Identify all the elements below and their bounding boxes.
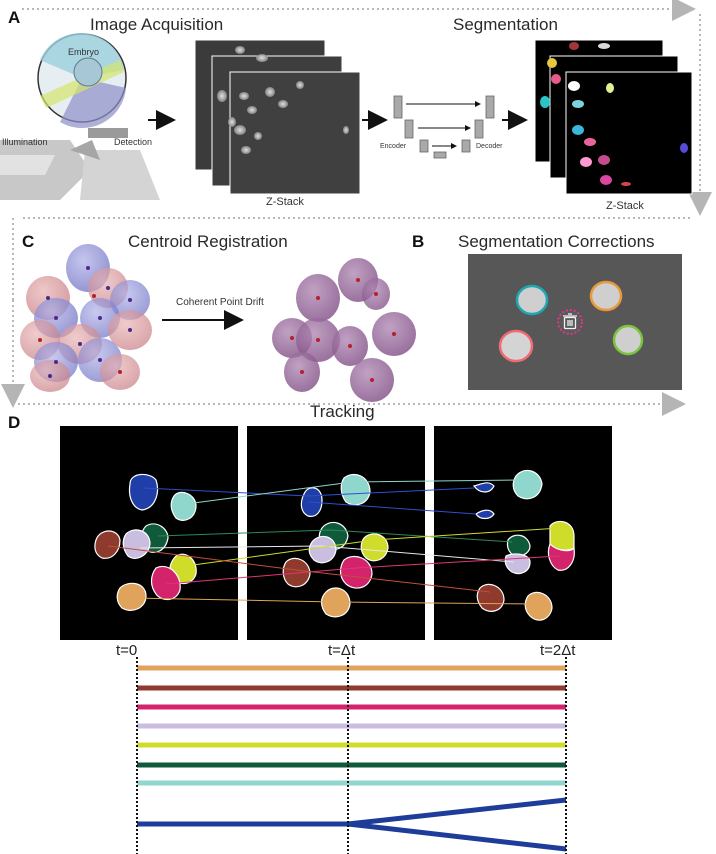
flow-border xyxy=(1,0,712,416)
panel-b-letter: B xyxy=(412,232,425,251)
panel-c-letter: C xyxy=(22,232,35,251)
detection-label: Detection xyxy=(114,137,153,147)
cell-cluster-before xyxy=(20,244,152,392)
time-label-2: t=2Δt xyxy=(540,642,576,659)
image-acquisition-title: Image Acquisition xyxy=(90,15,224,34)
panel-d-letter: D xyxy=(8,413,21,432)
centroid-registration-title: Centroid Registration xyxy=(128,232,288,251)
tracking-links xyxy=(107,479,561,605)
cell-cluster-after xyxy=(272,258,416,402)
zstack-segmented-label: Z-Stack xyxy=(606,200,644,212)
coherent-point-drift-label: Coherent Point Drift xyxy=(176,297,264,308)
frame-0-cells xyxy=(94,473,197,611)
time-markers xyxy=(136,657,567,854)
zstack-raw-label: Z-Stack xyxy=(266,196,304,208)
segmentation-title: Segmentation xyxy=(453,15,558,34)
segmentation-corrections-title: Segmentation Corrections xyxy=(458,232,655,251)
microscope-illustration xyxy=(0,128,160,200)
time-label-1: t=Δt xyxy=(328,642,356,659)
embryo-inset xyxy=(37,33,127,129)
segmented-zstack xyxy=(534,39,693,195)
panel-a-letter: A xyxy=(8,8,21,27)
raw-zstack xyxy=(194,39,361,195)
decoder-label: Decoder xyxy=(476,143,503,150)
time-label-0: t=0 xyxy=(116,642,138,659)
encoder-label: Encoder xyxy=(380,143,407,150)
lineage-tracks xyxy=(137,665,567,852)
embryo-label: Embryo xyxy=(68,47,100,57)
tracking-title: Tracking xyxy=(310,402,375,421)
trash-icon[interactable] xyxy=(563,313,577,330)
unet-network xyxy=(393,95,495,159)
illumination-label: Illumination xyxy=(2,137,48,147)
